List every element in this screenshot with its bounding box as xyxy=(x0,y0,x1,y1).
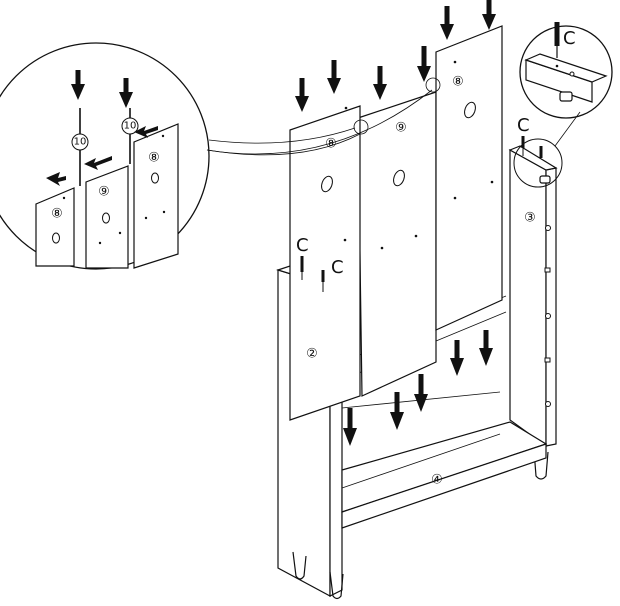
fastener-labels: C C C C xyxy=(296,28,576,278)
back-panel-9 xyxy=(357,91,437,397)
label-detail-8-left: ⑧ xyxy=(51,207,63,222)
label-c-detail: C xyxy=(563,28,576,49)
joint-marker-right xyxy=(425,77,441,93)
label-part-4: ④ xyxy=(431,473,443,488)
label-detail-10-left: 10 xyxy=(74,137,87,148)
push-arrows-bottom xyxy=(343,330,493,446)
label-part-8-right: ⑧ xyxy=(452,75,464,90)
label-detail-10-right: 10 xyxy=(124,121,137,132)
label-c-left-2: C xyxy=(331,257,344,278)
label-c-right: C xyxy=(517,115,530,136)
part-labels: ② ③ ④ ⑧ ⑧ ⑨ ⑧ ⑨ ⑧ 10 10 xyxy=(51,75,536,488)
label-detail-8-right: ⑧ xyxy=(148,151,160,166)
side-panel-right xyxy=(508,145,558,480)
label-part-3: ③ xyxy=(524,211,536,226)
label-part-2: ② xyxy=(306,347,318,362)
push-arrows-top xyxy=(295,0,496,112)
label-detail-9: ⑨ xyxy=(98,185,110,200)
back-panel-8-left xyxy=(289,105,361,421)
label-c-left-1: C xyxy=(296,235,309,256)
label-part-9: ⑨ xyxy=(395,121,407,136)
detail-callout-left xyxy=(0,42,433,270)
detail-callout-right xyxy=(513,22,613,188)
label-part-8-left: ⑧ xyxy=(325,137,337,152)
joint-marker-left xyxy=(353,119,369,135)
back-panel-8-right xyxy=(435,25,503,331)
